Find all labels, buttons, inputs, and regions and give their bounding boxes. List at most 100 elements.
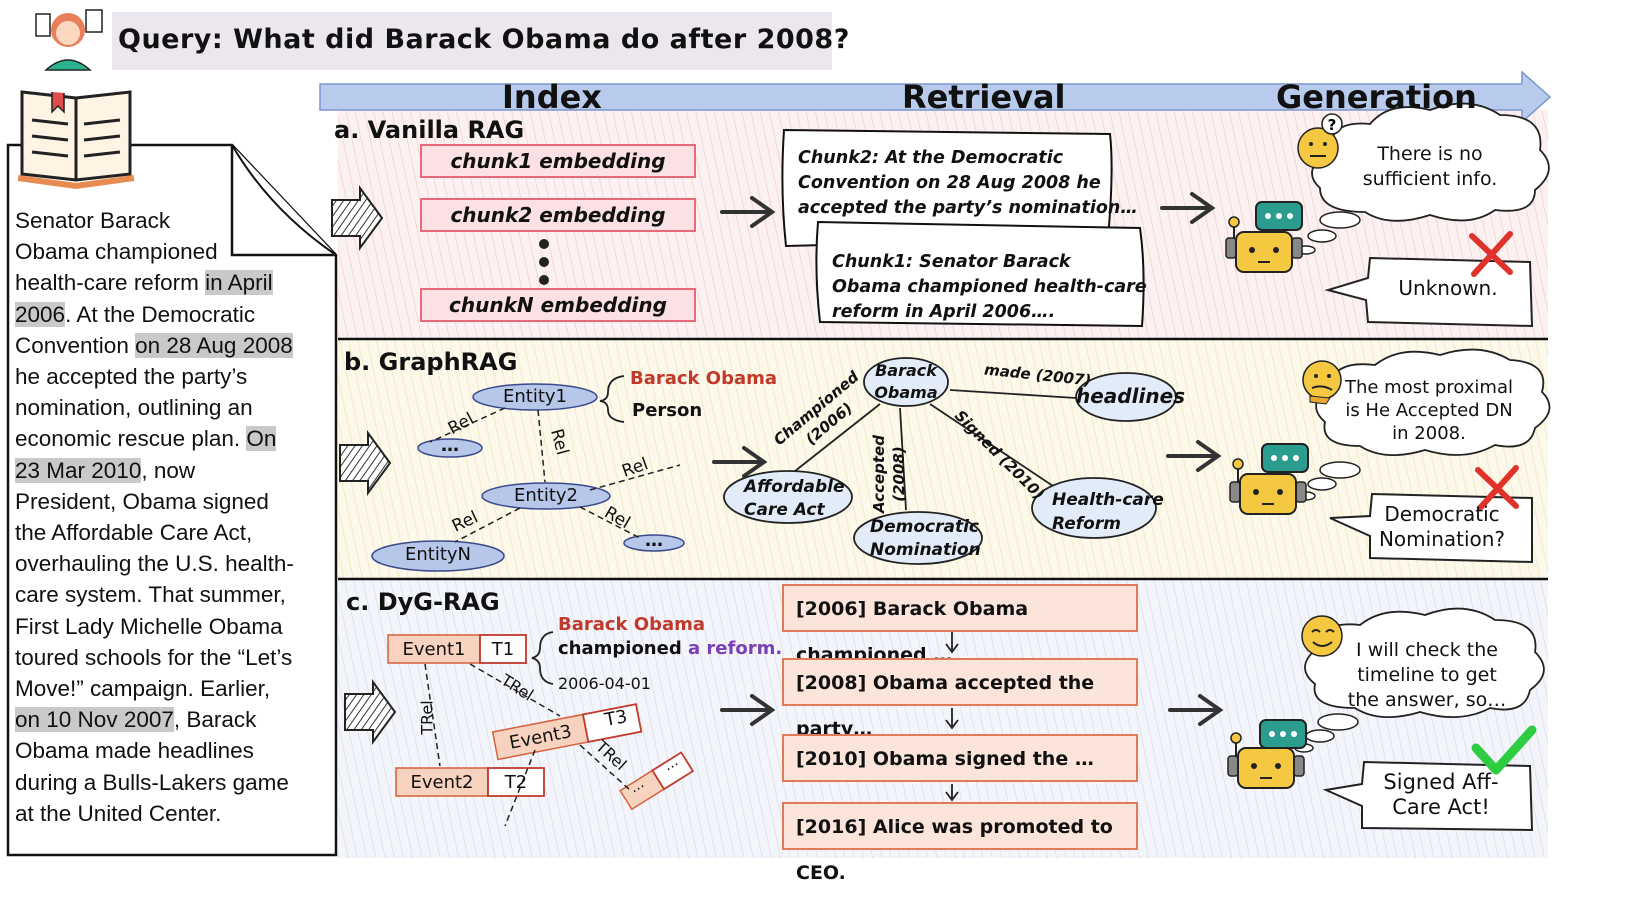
stage-retrieval-label: Retrieval bbox=[902, 78, 1066, 116]
document-line: overhauling the U.S. health- bbox=[15, 548, 315, 579]
correct-check-icon bbox=[1471, 725, 1537, 775]
graphrag-robot-icon bbox=[1229, 443, 1309, 515]
dygrag-gen-arrow bbox=[1168, 694, 1224, 726]
stage-index-label: Index bbox=[502, 78, 602, 116]
query-question: What did Barack Obama do after 2008? bbox=[233, 24, 850, 55]
stage-generation-label: Generation bbox=[1276, 78, 1477, 116]
vanilla-answer-text: Unknown. bbox=[1398, 276, 1498, 300]
entity-type: Person bbox=[632, 400, 703, 421]
entity-dots-right: … bbox=[645, 530, 663, 551]
dygrag-robot-icon bbox=[1227, 719, 1307, 789]
event1-time: T1 bbox=[491, 639, 515, 660]
graphrag-answer-bubble bbox=[1329, 492, 1533, 564]
document-line: care system. That summer, bbox=[15, 579, 315, 610]
highlighted-date: on 10 Nov 2007 bbox=[15, 707, 174, 733]
vanilla-input-arrow bbox=[331, 184, 384, 252]
document-text: nomination, outlining an bbox=[15, 395, 253, 421]
document-text: care system. That summer, bbox=[15, 582, 286, 608]
event1-node: Event1 bbox=[402, 639, 466, 660]
document-line: he accepted the party’s bbox=[15, 361, 315, 392]
document-text: First Lady Michelle Obama bbox=[15, 613, 283, 639]
graphrag-title: b. GraphRAG bbox=[344, 348, 518, 376]
graphrag-index-arrow bbox=[712, 446, 768, 478]
confused-face-icon: ? bbox=[1297, 113, 1343, 169]
vanilla-answer-bubble bbox=[1324, 256, 1534, 328]
document-text: President, Obama signed bbox=[15, 488, 269, 514]
entity2-node: Entity2 bbox=[513, 485, 578, 506]
user-avatar-icon bbox=[33, 9, 105, 71]
vanilla-rag-title: a. Vanilla RAG bbox=[334, 116, 525, 144]
event2-time: T2 bbox=[504, 772, 528, 793]
document-line: 2006. At the Democratic bbox=[15, 299, 315, 330]
entity1-node: Entity1 bbox=[502, 386, 567, 407]
highlighted-date: On bbox=[246, 426, 277, 452]
document-line: economic rescue plan. On bbox=[15, 423, 315, 454]
document-text: at the United Center. bbox=[15, 800, 222, 826]
stage-arrow bbox=[319, 70, 1552, 124]
document-text: overhauling the U.S. health- bbox=[15, 551, 294, 577]
retrieved-chunk1-paper bbox=[815, 220, 1145, 328]
document-line: 23 Mar 2010, now bbox=[15, 455, 315, 486]
document-text: health-care reform bbox=[15, 270, 206, 296]
document-line: Convention on 28 Aug 2008 bbox=[15, 330, 315, 361]
document-line: health-care reform in April bbox=[15, 267, 315, 298]
vanilla-robot-icon bbox=[1225, 201, 1303, 273]
vanilla-gen-arrow bbox=[1160, 192, 1216, 224]
document-text: toured schools for the “Let’s bbox=[15, 644, 293, 670]
entity-name: Barack Obama bbox=[630, 368, 778, 389]
highlighted-date: on 28 Aug 2008 bbox=[135, 332, 293, 358]
vanilla-index-arrow bbox=[720, 196, 776, 228]
document-text: , Barack bbox=[173, 707, 257, 733]
document-line: during a Bulls-Lakers game bbox=[15, 767, 315, 798]
document-line: President, Obama signed bbox=[15, 486, 315, 517]
document-line: Move!” campaign. Earlier, bbox=[15, 673, 315, 704]
dygrag-thought-cloud bbox=[1304, 607, 1545, 719]
document-line: toured schools for the “Let’s bbox=[15, 642, 315, 673]
graphrag-thought-cloud bbox=[1315, 348, 1551, 457]
query-label: Query: bbox=[118, 24, 224, 55]
document-line: Obama championed bbox=[15, 236, 315, 267]
document-text: , now bbox=[141, 457, 196, 483]
document-line: First Lady Michelle Obama bbox=[15, 611, 315, 642]
highlighted-date: 23 Mar 2010 bbox=[15, 457, 142, 483]
graphrag-input-arrow bbox=[339, 429, 392, 497]
document-text: he accepted the party’s bbox=[15, 364, 248, 390]
document-text: Move!” campaign. Earlier, bbox=[15, 676, 271, 702]
event2-node: Event2 bbox=[410, 772, 474, 793]
chunkN-embedding: chunkN embedding bbox=[420, 288, 696, 322]
timeline-item-2008: [2008] Obama accepted the party… bbox=[782, 658, 1138, 740]
dygrag-title: c. DyG-RAG bbox=[346, 588, 500, 616]
graphrag-retrieved-graph bbox=[723, 357, 1177, 565]
vanilla-thought-cloud bbox=[1311, 102, 1550, 222]
document-text: during a Bulls-Lakers game bbox=[15, 769, 289, 795]
query-text: Query: What did Barack Obama do after 20… bbox=[118, 24, 850, 55]
document-line: nomination, outlining an bbox=[15, 392, 315, 423]
document-text: economic rescue plan. bbox=[15, 426, 247, 452]
headlines-node: headlines bbox=[1076, 384, 1186, 408]
event-description: championed a reform. bbox=[558, 638, 783, 659]
document-paper bbox=[6, 143, 338, 857]
dygrag-input-arrow bbox=[344, 678, 397, 746]
graphrag-entity-graph bbox=[371, 375, 685, 572]
timeline-item-2006: [2006] Barack Obama championed … bbox=[782, 584, 1138, 666]
query-banner bbox=[112, 12, 832, 70]
timeline-item-2016: [2016] Alice was promoted to CEO. bbox=[782, 802, 1138, 884]
entity-dots-left: … bbox=[441, 435, 459, 456]
event-date: 2006-04-01 bbox=[558, 674, 651, 693]
smiling-face-icon bbox=[1301, 615, 1343, 657]
document-text: . At the Democratic bbox=[65, 301, 256, 327]
document-text: Obama made headlines bbox=[15, 738, 254, 764]
highlighted-date: 2006 bbox=[15, 301, 66, 327]
trel-label-1: TRel bbox=[417, 700, 437, 735]
highlighted-date: in April bbox=[205, 270, 273, 296]
